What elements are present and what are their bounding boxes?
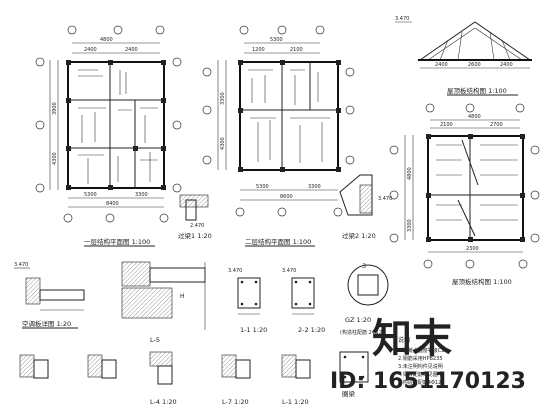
roof-plan-caption: 屋顶板结构图 1:100 — [447, 86, 507, 95]
ac-board-caption: 空调板详图 1:20 — [22, 319, 71, 328]
roof-plan-dim-top: 4800 — [468, 114, 481, 120]
roof-level: 3.470 — [395, 16, 409, 22]
second-floor-plan: 5300 1200 2100 3300 4300 5300 3300 8600 … — [202, 25, 355, 247]
ring-beam: 圈梁 — [339, 351, 369, 398]
dim-bottom-total: 8600 — [280, 194, 293, 200]
lintel2-caption: 过梁2 1:20 — [342, 231, 376, 240]
roof-dim-a: 2400 — [435, 62, 448, 68]
first-floor-plan: 4800 2400 2400 3900 4300 5300 3300 8400 … — [35, 25, 182, 247]
beam-section — [19, 354, 49, 379]
ac-board-detail: 3.470 空调板详图 1:20 — [14, 262, 85, 329]
l5-detail: H L-5 — [121, 261, 206, 344]
dim-top-total: 4800 — [100, 37, 113, 43]
lintel1-level: 2.470 — [190, 223, 204, 229]
ac-level: 3.470 — [14, 262, 28, 268]
notes-title: 说明 — [398, 336, 410, 344]
note-line: 4.梁板配筋详见图中 — [398, 371, 443, 378]
notes-block: 说明 1.混凝土强度等级C20 2.钢筋采用HPB235 3.未注明构件见说明 … — [398, 336, 448, 386]
watermark-logo: 知末 — [372, 316, 452, 362]
sec11-level: 3.470 — [228, 268, 242, 274]
section-1-1-caption: 1-1 1:20 — [240, 326, 267, 334]
l5-dim: H — [180, 293, 185, 300]
beam-section: L-4 1:20 — [149, 351, 177, 406]
dim-top-b: 2400 — [125, 47, 138, 53]
lintel-details: 2.470 过梁1 1:20 3.470 过梁2 1:20 — [178, 174, 392, 240]
dim-bottom-a: 5300 — [256, 184, 269, 190]
beam-sections-row: L-4 1:20 L-7 1:20 L-1 1:20 圈梁 — [19, 351, 369, 406]
note-line: 1.混凝土强度等级C20 — [398, 347, 448, 354]
section-1-1: 3.470 1-1 1:20 — [228, 268, 267, 334]
gz-detail: 3 GZ 1:20 (构造柱配筋 2Φ12) — [340, 262, 389, 336]
dim-top-total: 5300 — [270, 37, 283, 43]
beam-section: L-1 1:20 — [281, 354, 311, 406]
note-line: 2.钢筋采用HPB235 — [398, 355, 443, 362]
dim-side-b: 4300 — [220, 137, 226, 150]
gz-number: 3 — [362, 262, 366, 270]
gz-caption: GZ 1:20 — [345, 316, 371, 324]
plan1-caption: 一层结构平面图 1:100 — [84, 237, 150, 246]
sec22-level: 3.470 — [282, 268, 296, 274]
roof-plan-caption-2: 屋顶板结构图 1:100 — [452, 277, 512, 286]
gz-note: (构造柱配筋 2Φ12) — [340, 329, 384, 336]
roof-plan-dim-bottom: 2300 — [466, 246, 479, 252]
dim-side-b: 4300 — [52, 152, 58, 165]
roof-dim-b: 2600 — [468, 62, 481, 68]
beam-section: L-7 1:20 — [221, 354, 251, 406]
roof-plan-dim-top-b: 2700 — [490, 122, 503, 128]
dim-top-a: 2400 — [84, 47, 97, 53]
note-line: 3.未注明构件见说明 — [398, 363, 443, 370]
roof-section: 3.470 2400 2600 2400 — [395, 16, 532, 69]
note-line: 5.构造柱配筋4Φ12 — [398, 379, 441, 386]
lintel2-level: 3.470 — [378, 196, 392, 202]
plan2-caption: 二层结构平面图 1:100 — [245, 237, 311, 246]
l7-caption: L-7 1:20 — [222, 398, 249, 406]
roof-dim-c: 2400 — [500, 62, 513, 68]
l11-caption: L-1 1:20 — [282, 398, 309, 406]
dim-bottom-b: 3300 — [135, 192, 148, 198]
roof-plan: 屋顶板结构图 1:100 4800 2100 2700 4800 3300 23… — [389, 86, 540, 286]
lintel1-caption: 过梁1 1:20 — [178, 231, 212, 240]
dim-top-b: 2100 — [290, 47, 303, 53]
dim-top-a: 1200 — [252, 47, 265, 53]
dim-bottom-b: 3300 — [308, 184, 321, 190]
watermark-id: ID: 1651170123 — [330, 369, 526, 394]
roof-plan-dim-side-b: 3300 — [407, 219, 413, 232]
dim-bottom-total: 8400 — [106, 201, 119, 207]
roof-plan-dim-side-a: 4800 — [407, 167, 413, 180]
ring-caption: 圈梁 — [342, 389, 356, 398]
section-2-2: 3.470 2-2 1:20 — [282, 268, 325, 334]
l4-caption: L-4 1:20 — [150, 398, 177, 406]
dim-side-a: 3300 — [220, 92, 226, 105]
beam-section — [87, 354, 117, 379]
l5-caption: L-5 — [150, 336, 160, 344]
section-2-2-caption: 2-2 1:20 — [298, 326, 325, 334]
watermark: 知末 ID: 1651170123 — [330, 316, 526, 394]
roof-plan-dim-top-a: 2100 — [440, 122, 453, 128]
dim-side-a: 3900 — [52, 102, 58, 115]
dim-bottom-a: 5300 — [84, 192, 97, 198]
